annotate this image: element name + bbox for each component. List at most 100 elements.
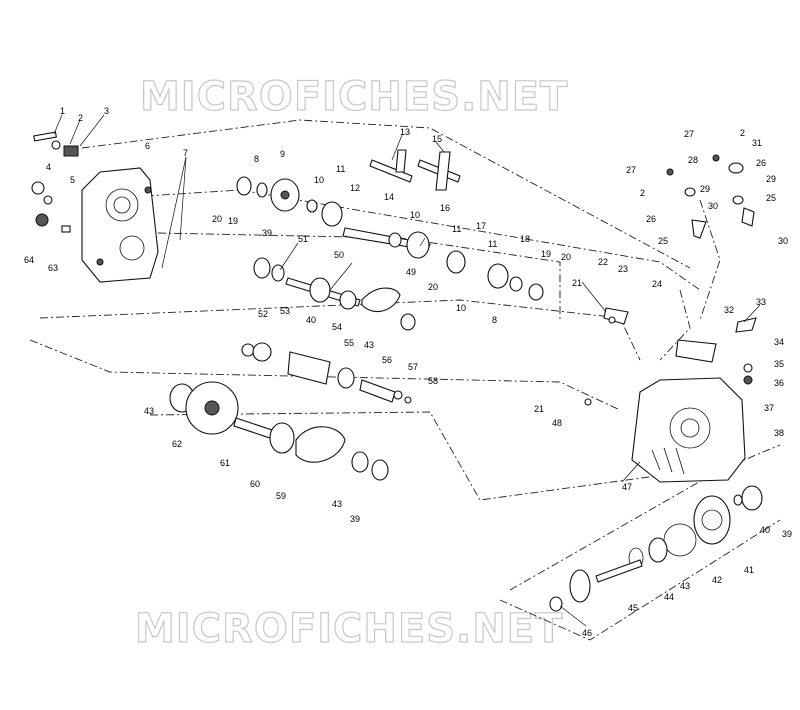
callout-21b: 21: [534, 404, 544, 414]
callout-10c: 10: [456, 303, 466, 313]
callout-46: 46: [582, 628, 592, 638]
callout-42: 42: [712, 575, 722, 585]
output-shaft: [549, 485, 763, 612]
upper-gear-train: [236, 176, 544, 301]
callout-39a: 39: [262, 228, 272, 238]
callout-29a: 29: [766, 174, 776, 184]
callout-49: 49: [406, 267, 416, 277]
callout-12: 12: [350, 183, 360, 193]
watermark-bottom: MICROFICHES.NET: [135, 606, 563, 652]
callout-54: 54: [332, 322, 342, 332]
callout-35: 35: [774, 359, 784, 369]
callout-4: 4: [46, 162, 51, 172]
callout-60: 60: [250, 479, 260, 489]
callout-29b: 29: [700, 184, 710, 194]
callout-17: 17: [476, 221, 486, 231]
middle-shaft-row: [253, 257, 416, 331]
callout-10b: 10: [410, 210, 420, 220]
callout-56: 56: [382, 355, 392, 365]
callout-39b: 39: [350, 514, 360, 524]
callout-11b: 11: [452, 224, 461, 234]
leader-lines: [53, 114, 761, 627]
callout-19b: 19: [541, 249, 551, 259]
shift-forks: [369, 149, 461, 191]
callout-6: 6: [145, 141, 150, 151]
left-case-half: [81, 167, 159, 283]
callout-labels: 1 2 3 4 5 6 7 8 9 10 11 12 13 14 15 10 1…: [24, 106, 792, 638]
callout-26b: 26: [646, 214, 656, 224]
right-hardware: [584, 154, 757, 406]
callout-32: 32: [724, 305, 734, 315]
callout-25b: 25: [658, 236, 668, 246]
callout-43b: 43: [144, 406, 154, 416]
callout-26a: 26: [756, 158, 766, 168]
callout-13: 13: [400, 127, 410, 137]
callout-15: 15: [432, 134, 442, 144]
callout-43a: 43: [364, 340, 374, 350]
callout-31: 31: [752, 138, 762, 148]
callout-58: 58: [428, 376, 438, 386]
callout-59: 59: [276, 491, 286, 501]
callout-50: 50: [334, 250, 344, 260]
callout-2: 2: [78, 113, 83, 123]
callout-16: 16: [440, 203, 450, 213]
watermark-top: MICROFICHES.NET: [140, 74, 568, 120]
callout-23: 23: [618, 264, 628, 274]
callout-2c: 2: [640, 188, 645, 198]
callout-18: 18: [520, 234, 530, 244]
callout-11c: 11: [488, 239, 497, 249]
callout-40a: 40: [306, 315, 316, 325]
callout-19a: 19: [228, 216, 238, 226]
callout-55: 55: [344, 338, 354, 348]
callout-20a: 20: [212, 214, 222, 224]
callout-45: 45: [628, 603, 638, 613]
callout-62: 62: [172, 439, 182, 449]
callout-41: 41: [744, 565, 754, 575]
callout-43c: 43: [332, 499, 342, 509]
callout-37: 37: [764, 403, 774, 413]
callout-34: 34: [774, 337, 784, 347]
callout-28: 28: [688, 155, 698, 165]
callout-9: 9: [280, 149, 285, 159]
callout-20c: 20: [428, 282, 438, 292]
callout-57: 57: [408, 362, 418, 372]
callout-22: 22: [598, 257, 608, 267]
callout-53: 53: [280, 306, 290, 316]
callout-3: 3: [104, 106, 109, 116]
callout-25a: 25: [766, 193, 776, 203]
callout-10a: 10: [314, 175, 324, 185]
callout-27b: 27: [626, 165, 636, 175]
callout-38: 38: [774, 428, 784, 438]
callout-48: 48: [552, 418, 562, 428]
callout-30a: 30: [708, 201, 718, 211]
callout-39c: 39: [782, 529, 792, 539]
top-left-hardware: [31, 131, 79, 233]
callout-8b: 8: [492, 315, 497, 325]
callout-11a: 11: [336, 164, 345, 174]
callout-63: 63: [48, 263, 58, 273]
callout-44: 44: [664, 592, 674, 602]
callout-5: 5: [70, 175, 75, 185]
callout-64: 64: [24, 255, 34, 265]
callout-1: 1: [60, 106, 65, 116]
callout-61: 61: [220, 458, 230, 468]
right-case-half: [631, 377, 746, 483]
callout-33: 33: [756, 297, 766, 307]
output-gear-assembly: [169, 342, 412, 481]
callout-30b: 30: [778, 236, 788, 246]
callout-52: 52: [258, 309, 268, 319]
callout-14: 14: [384, 192, 394, 202]
callout-40b: 40: [760, 525, 770, 535]
callout-21a: 21: [572, 278, 582, 288]
callout-51: 51: [298, 234, 308, 244]
callout-20b: 20: [561, 252, 571, 262]
callout-24: 24: [652, 279, 662, 289]
callout-36: 36: [774, 378, 784, 388]
callout-8: 8: [254, 154, 259, 164]
callout-43d: 43: [680, 581, 690, 591]
callout-7: 7: [183, 148, 188, 158]
callout-47: 47: [622, 482, 632, 492]
callout-27a: 27: [684, 129, 694, 139]
callout-2b: 2: [740, 128, 745, 138]
